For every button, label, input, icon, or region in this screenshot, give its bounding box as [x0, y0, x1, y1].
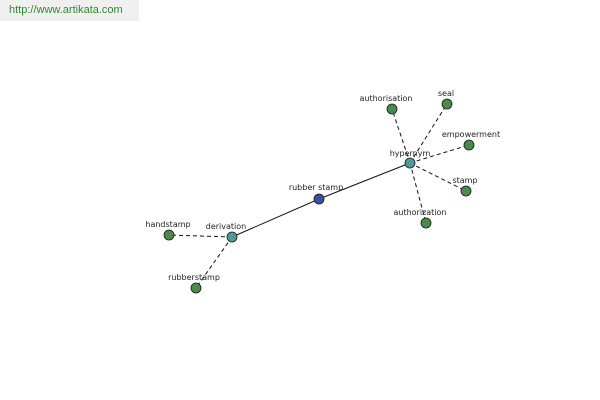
node-stamp-dot[interactable]	[460, 185, 472, 197]
node-rubberstamp[interactable]: rubberstamp	[168, 273, 220, 294]
node-empowerment[interactable]: empowerment	[442, 130, 500, 151]
node-empowerment-dot[interactable]	[463, 139, 475, 151]
node-authorisation[interactable]: authorisation	[360, 94, 413, 115]
edge-hypernym-authorization	[409, 162, 427, 224]
node-seal-label: seal	[438, 89, 454, 98]
node-rubber_stamp-label: rubber stamp	[289, 183, 343, 192]
node-empowerment-label: empowerment	[442, 130, 500, 139]
node-rubber_stamp[interactable]: rubber stamp	[289, 183, 343, 205]
node-authorization-label: authorization	[393, 208, 446, 217]
node-handstamp-dot[interactable]	[163, 229, 175, 241]
node-stamp[interactable]: stamp	[452, 176, 478, 197]
node-hypernym-dot[interactable]	[404, 157, 416, 169]
node-authorisation-label: authorisation	[360, 94, 413, 103]
node-handstamp[interactable]: handstamp	[145, 220, 191, 241]
node-derivation-label: derivation	[206, 222, 246, 231]
node-rubberstamp-dot[interactable]	[190, 282, 202, 294]
edge-hypernym-authorisation	[391, 108, 411, 164]
node-derivation-dot[interactable]	[226, 231, 238, 243]
graph-nodes: authorisation seal empowerment stamp authori…	[145, 89, 500, 294]
edge-rubber_stamp-hypernym	[318, 162, 411, 200]
edge-hypernym-empowerment	[409, 144, 470, 164]
edge-hypernym-stamp	[409, 162, 467, 192]
source-url-banner[interactable]: http://www.artikata.com	[0, 0, 139, 21]
node-authorisation-dot[interactable]	[386, 103, 398, 115]
node-handstamp-label: handstamp	[145, 220, 190, 229]
edge-hypernym-seal	[409, 103, 448, 164]
node-seal[interactable]: seal	[438, 89, 454, 110]
edge-derivation-rubberstamp	[195, 236, 233, 289]
node-derivation[interactable]: derivation	[206, 222, 246, 243]
node-rubber_stamp-dot[interactable]	[313, 193, 325, 205]
node-hypernym[interactable]: hypernym	[390, 149, 431, 169]
node-authorization-dot[interactable]	[420, 217, 432, 229]
graph-edges	[168, 103, 470, 289]
node-rubberstamp-label: rubberstamp	[168, 273, 220, 282]
edge-rubber_stamp-derivation	[231, 198, 320, 238]
node-seal-dot[interactable]	[441, 98, 453, 110]
node-stamp-label: stamp	[452, 176, 477, 185]
node-authorization[interactable]: authorization	[393, 208, 447, 229]
edge-derivation-handstamp	[168, 234, 233, 238]
node-hypernym-label: hypernym	[390, 149, 431, 158]
